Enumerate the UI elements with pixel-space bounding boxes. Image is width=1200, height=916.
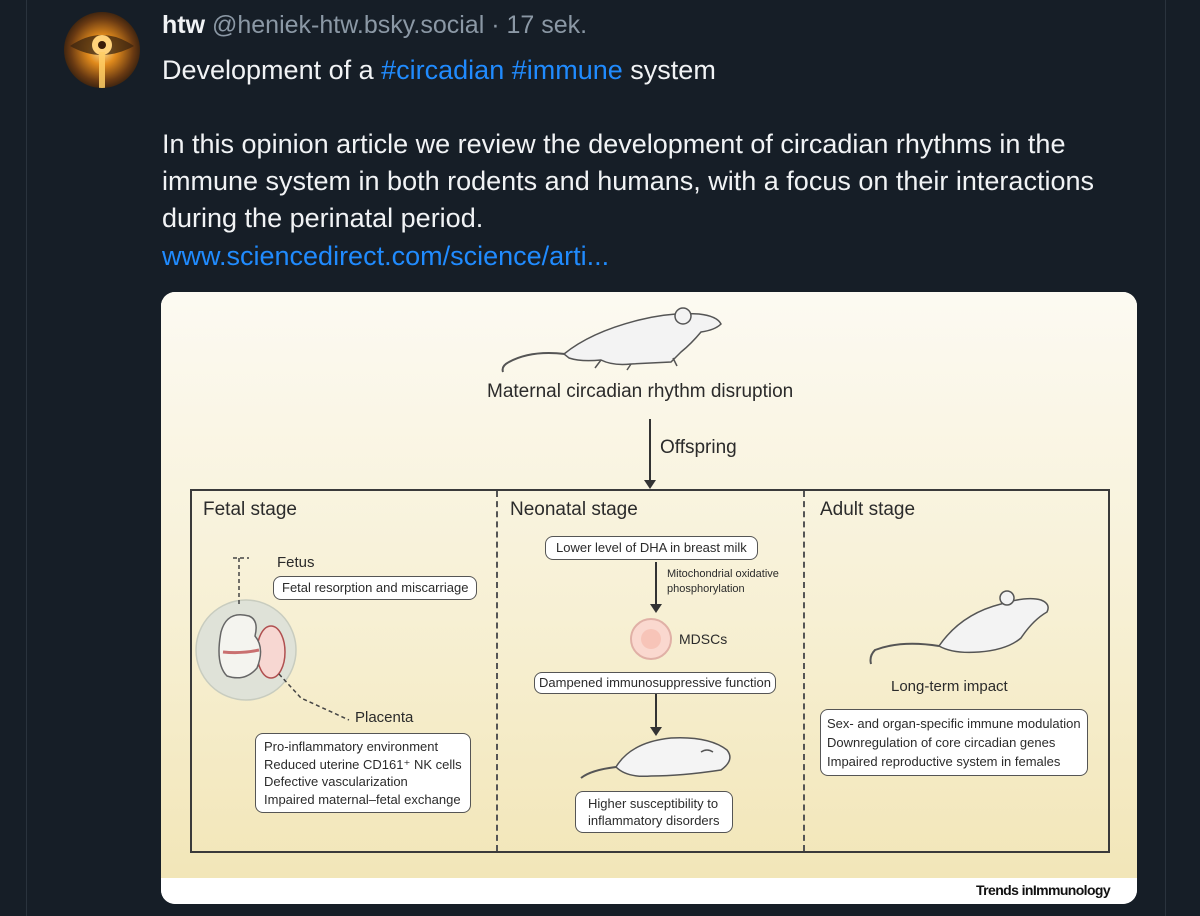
stages-frame: [190, 489, 1110, 853]
placenta-effect: Pro-inflammatory environment: [264, 739, 439, 754]
journal-logo-suffix: Immunology: [1032, 882, 1111, 898]
title-suffix: system: [630, 55, 716, 85]
embryo-in-uterus-icon: [195, 599, 297, 701]
stage-divider-2: [803, 491, 805, 851]
post-timestamp[interactable]: 17 sek.: [506, 11, 588, 39]
journal-logo-prefix: Trends in: [976, 882, 1033, 898]
feed-column-border-left: [26, 0, 27, 916]
dampened-function-box: Dampened immunosuppressive function: [534, 672, 776, 694]
feed-column-border-right: [1165, 0, 1166, 916]
mdsc-cell-icon: [630, 618, 672, 660]
figure-footer: [161, 878, 1137, 904]
hashtag-immune[interactable]: #immune: [511, 55, 623, 85]
adult-effect: Downregulation of core circadian genes: [827, 735, 1056, 750]
title-prefix: Development of a: [162, 55, 374, 85]
adult-stage-title: Adult stage: [820, 499, 916, 520]
placenta-effect: Impaired maternal–fetal exchange: [264, 791, 461, 807]
adult-mouse-icon: [869, 590, 1049, 665]
author-handle[interactable]: @heniek-htw.bsky.social: [212, 11, 485, 39]
leader-lines: [233, 557, 350, 721]
eye-avatar-icon: [64, 12, 140, 88]
post-header: htw @heniek-htw.bsky.social · 17 sek.: [162, 8, 587, 42]
outcome-line: inflammatory disorders: [588, 813, 720, 828]
hashtag-circadian[interactable]: #circadian: [381, 55, 505, 85]
post-body-text: In this opinion article we review the de…: [162, 129, 1094, 233]
placenta-label: Placenta: [355, 709, 414, 726]
stage-divider-1: [496, 491, 498, 851]
outcome-line: Higher susceptibility to: [588, 796, 719, 811]
meta-separator: ·: [491, 11, 500, 39]
outcome-box: Higher susceptibility to inflammatory di…: [575, 791, 733, 833]
attached-figure-image[interactable]: Maternal circadian rhythm disruption Off…: [161, 292, 1137, 904]
figure-graphics: [195, 307, 1049, 779]
placenta-effects-box: Pro-inflammatory environment Reduced ute…: [255, 733, 471, 813]
maternal-disruption-label: Maternal circadian rhythm disruption: [487, 381, 794, 402]
article-link[interactable]: www.sciencedirect.com/science/arti...: [162, 241, 610, 271]
adult-effect: Impaired reproductive system in females: [827, 754, 1061, 769]
mito-label-line: Mitochondrial oxidative: [667, 568, 779, 580]
adult-effect: Sex- and organ-specific immune modulatio…: [827, 716, 1081, 731]
author-avatar[interactable]: [64, 12, 140, 88]
long-term-impact-label: Long-term impact: [891, 678, 1008, 695]
journal-logo: Trends inImmunology: [976, 882, 1111, 898]
placenta-effect: Defective vascularization: [264, 774, 408, 789]
adult-effects-box: Sex- and organ-specific immune modulatio…: [820, 709, 1088, 776]
mito-label-line: phosphorylation: [667, 583, 745, 595]
fetal-stage-title: Fetal stage: [203, 499, 297, 520]
placenta-effect: Reduced uterine CD161⁺ NK cells: [264, 756, 462, 772]
post-title-line: Development of a #circadian #immune syst…: [162, 52, 716, 88]
pup-mouse-icon: [580, 737, 731, 779]
dha-box: Lower level of DHA in breast milk: [545, 536, 758, 560]
neonatal-stage-title: Neonatal stage: [510, 499, 638, 520]
mdscs-label: MDSCs: [679, 631, 728, 647]
offspring-label: Offspring: [660, 437, 737, 458]
mito-label: Mitochondrial oxidative phosphorylation: [667, 567, 779, 597]
mother-mouse-icon: [501, 307, 722, 373]
fetus-outcome-box: Fetal resorption and miscarriage: [273, 576, 478, 600]
fetus-label: Fetus: [277, 554, 315, 571]
author-name[interactable]: htw: [162, 11, 206, 39]
